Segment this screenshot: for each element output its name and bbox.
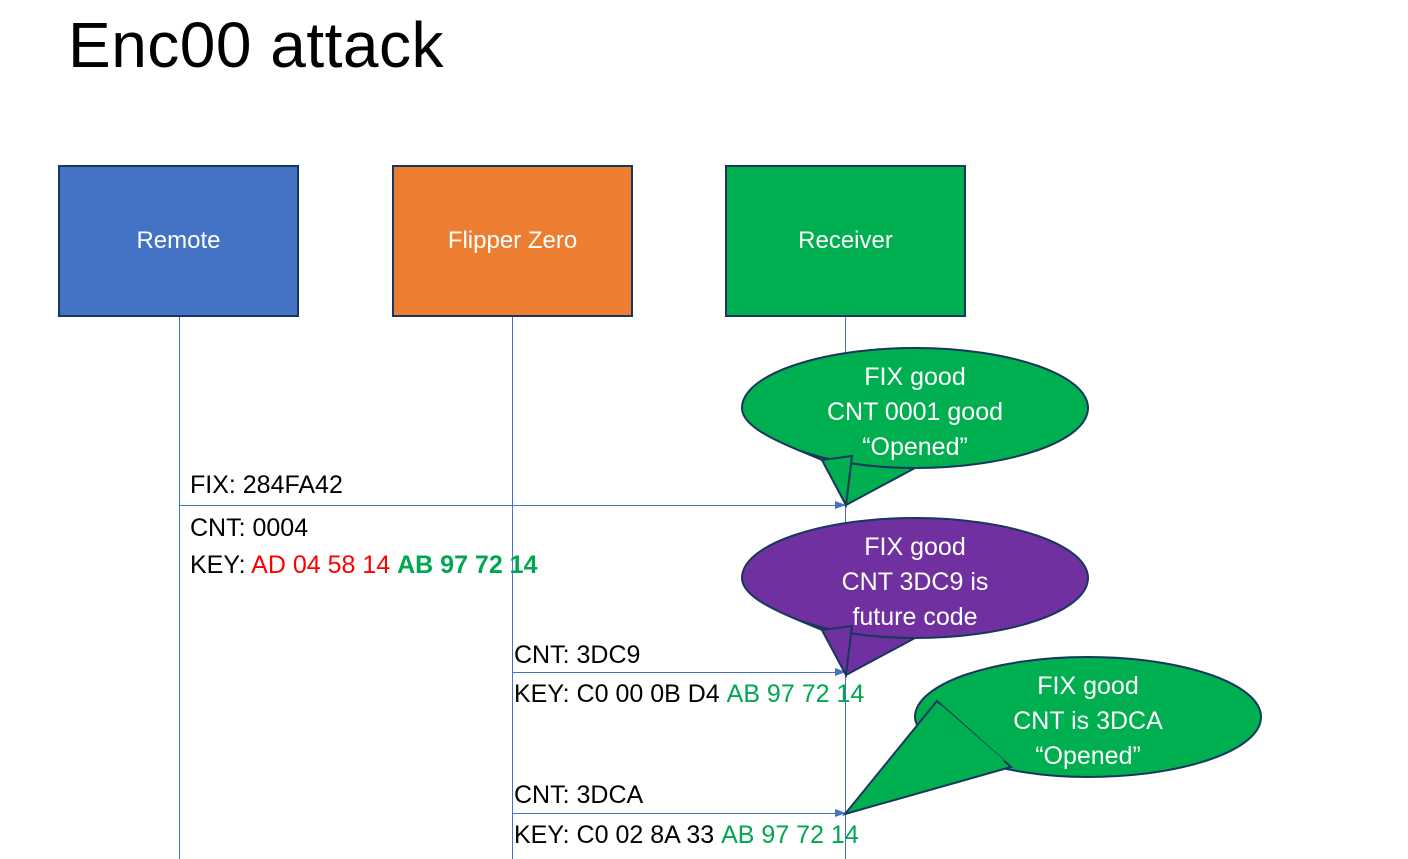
message-1-key-label: KEY: AD 04 58 14 AB 97 72 14 <box>190 549 538 581</box>
message-3-key-encrypted-part: C0 02 8A 33 <box>576 821 715 849</box>
callout-shape-2 <box>740 516 1090 679</box>
message-3-cnt-label: CNT: 3DCA <box>514 781 644 809</box>
actor-box-flipper-zero[interactable]: Flipper Zero <box>392 165 633 317</box>
callout-bubble-2[interactable]: FIX good CNT 3DC9 is future code <box>740 516 1090 679</box>
message-arrow-3 <box>512 808 846 817</box>
message-2-key-label: KEY: C0 00 0B D4 AB 97 72 14 <box>514 678 864 710</box>
callout-bubble-1[interactable]: FIX good CNT 0001 good “Opened” <box>740 346 1090 509</box>
message-2-cnt-label: CNT: 3DC9 <box>514 641 641 669</box>
message-1-key-serial-part: AB 97 72 14 <box>397 551 538 579</box>
actor-box-remote[interactable]: Remote <box>58 165 299 317</box>
callout-shape-1 <box>740 346 1090 509</box>
message-2-key-encrypted-part: C0 00 0B D4 <box>576 680 720 708</box>
message-1-key-encrypted-part: AD 04 58 14 <box>251 551 391 579</box>
message-2-key-prefix: KEY: <box>514 680 577 708</box>
message-arrow-1 <box>179 500 846 509</box>
actor-label-receiver: Receiver <box>798 227 893 254</box>
page-title: Enc00 attack <box>68 9 444 81</box>
actor-box-receiver[interactable]: Receiver <box>725 165 966 317</box>
message-arrow-2 <box>512 667 846 676</box>
callout-shape-3 <box>842 655 1263 816</box>
message-3-key-prefix: KEY: <box>514 821 577 849</box>
message-1-key-prefix: KEY: <box>190 551 252 579</box>
lifeline-remote <box>179 317 180 859</box>
message-3-key-serial-part: AB 97 72 14 <box>721 821 859 849</box>
message-1-fix-label: FIX: 284FA42 <box>190 471 343 499</box>
message-3-key-label: KEY: C0 02 8A 33 AB 97 72 14 <box>514 819 859 851</box>
key-sep-2 <box>720 680 727 708</box>
callout-bubble-3[interactable]: FIX good CNT is 3DCA “Opened” <box>842 655 1263 817</box>
lifeline-flipper-zero <box>512 317 513 859</box>
message-1-cnt-label: CNT: 0004 <box>190 514 309 542</box>
message-2-key-serial-part: AB 97 72 14 <box>726 680 865 708</box>
actor-label-flipper-zero: Flipper Zero <box>447 227 578 254</box>
actor-label-remote: Remote <box>136 227 221 254</box>
